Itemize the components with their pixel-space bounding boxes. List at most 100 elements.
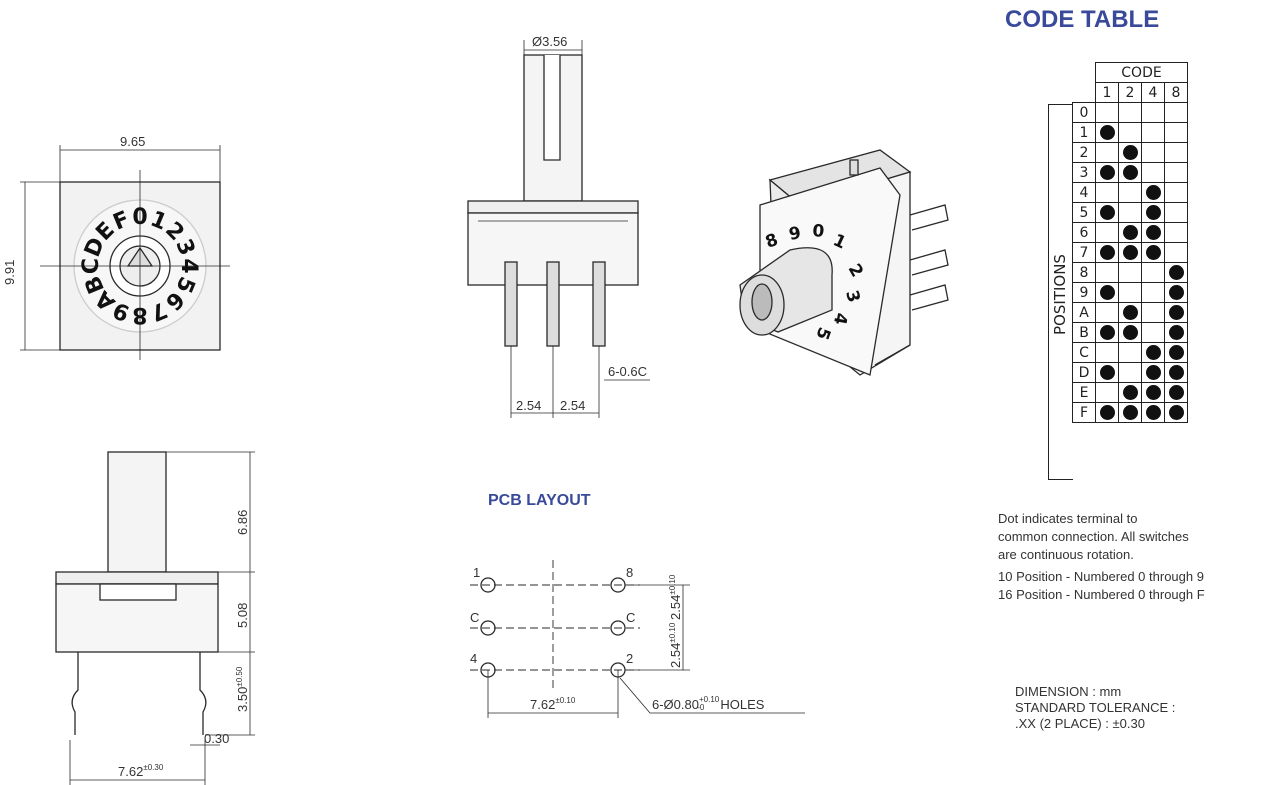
connection-dot — [1168, 305, 1184, 320]
code-cell — [1141, 282, 1165, 303]
dot-note-line-1: Dot indicates terminal to — [998, 511, 1138, 526]
pcb-pin-2-label: 2 — [626, 651, 633, 666]
code-cell — [1095, 122, 1119, 143]
dial-character: C — [79, 258, 104, 274]
position-label: 8 — [1072, 262, 1096, 283]
connection-dot — [1099, 125, 1115, 140]
position-label: B — [1072, 322, 1096, 343]
code-cell — [1095, 102, 1119, 123]
connection-dot — [1122, 245, 1138, 260]
dot-note-line-3: are continuous rotation. — [998, 547, 1134, 562]
code-cell — [1141, 382, 1165, 403]
corner-cell — [1073, 83, 1096, 103]
code-row: 1 — [1072, 122, 1188, 143]
position-label: 2 — [1072, 142, 1096, 163]
pcb-pin-4-label: 4 — [470, 651, 477, 666]
code-cell — [1164, 402, 1188, 423]
iso-dial-digit: 0 — [812, 221, 826, 242]
code-cell — [1095, 142, 1119, 163]
code-cell — [1095, 342, 1119, 363]
code-cell — [1118, 362, 1142, 383]
pin-chamfer-dim: 6-0.6C — [608, 364, 647, 379]
code-cell — [1164, 142, 1188, 163]
code-cell — [1118, 222, 1142, 243]
connection-dot — [1168, 345, 1184, 360]
pcb-pin-8-label: 8 — [626, 565, 633, 580]
code-cell — [1164, 222, 1188, 243]
dot-note-line-2: common connection. All switches — [998, 529, 1189, 544]
position-label: 0 — [1072, 102, 1096, 123]
code-cell — [1141, 162, 1165, 183]
connection-dot — [1122, 225, 1138, 240]
body-height-dim: 5.08 — [235, 603, 250, 628]
code-row: 6 — [1072, 222, 1188, 243]
dimension-line-3: .XX (2 PLACE) : ±0.30 — [1015, 716, 1145, 731]
position-label: 5 — [1072, 202, 1096, 223]
corner-cell — [1073, 63, 1096, 83]
code-cell — [1141, 142, 1165, 163]
code-cell — [1118, 102, 1142, 123]
code-cell — [1118, 322, 1142, 343]
connection-dot — [1145, 365, 1161, 380]
code-cell — [1095, 202, 1119, 223]
position-label: 3 — [1072, 162, 1096, 183]
code-cell — [1164, 282, 1188, 303]
code-cell — [1095, 222, 1119, 243]
code-cell — [1141, 302, 1165, 323]
connection-dot — [1145, 225, 1161, 240]
connection-dot — [1099, 165, 1115, 180]
pcb-layout-title: PCB LAYOUT — [488, 492, 591, 509]
code-cell — [1164, 382, 1188, 403]
connection-dot — [1168, 265, 1184, 280]
code-column-8: 8 — [1164, 82, 1188, 103]
top-width-dim: 9.65 — [120, 134, 145, 149]
code-cell — [1164, 182, 1188, 203]
dial-character: 0 — [132, 205, 147, 230]
dot-note: Dot indicates terminal to common connect… — [998, 510, 1205, 604]
code-cell — [1164, 322, 1188, 343]
position-label: E — [1072, 382, 1096, 403]
connection-dot — [1145, 205, 1161, 220]
dial-character: 4 — [176, 258, 201, 273]
connection-dot — [1122, 305, 1138, 320]
pcb-spacing-main-dim: 7.62±0.10 — [530, 696, 576, 712]
code-cell — [1164, 262, 1188, 283]
code-cell — [1118, 282, 1142, 303]
pitch-left-dim: 2.54 — [516, 398, 541, 413]
code-column-4: 4 — [1141, 82, 1165, 103]
pcb-pitch-top-dim: 2.54±0.10 — [668, 574, 683, 620]
code-cell — [1141, 242, 1165, 263]
connection-dot — [1122, 385, 1138, 400]
code-header-row: CODE — [1073, 62, 1188, 83]
connection-dot — [1145, 185, 1161, 200]
code-cell — [1118, 182, 1142, 203]
code-cell — [1118, 382, 1142, 403]
code-cell — [1095, 302, 1119, 323]
connection-dot — [1168, 405, 1184, 420]
connection-dot — [1122, 405, 1138, 420]
code-cell — [1118, 342, 1142, 363]
code-row: 8 — [1072, 262, 1188, 283]
position-label: 4 — [1072, 182, 1096, 203]
code-cell — [1095, 322, 1119, 343]
position-label: 7 — [1072, 242, 1096, 263]
code-cell — [1141, 122, 1165, 143]
top-view-labels: 9.65 9.91 — [2, 134, 145, 285]
position-16-note: 16 Position - Numbered 0 through F — [998, 587, 1205, 602]
shaft-diameter-dim: Ø3.56 — [532, 34, 567, 49]
code-row: B — [1072, 322, 1188, 343]
position-label: 1 — [1072, 122, 1096, 143]
iso-dial-digit: 4 — [829, 311, 851, 326]
code-header: CODE — [1095, 62, 1188, 83]
code-row: 9 — [1072, 282, 1188, 303]
code-cell — [1095, 162, 1119, 183]
connection-dot — [1099, 325, 1115, 340]
code-cell — [1141, 202, 1165, 223]
side-view — [55, 451, 255, 785]
iso-dial-digit: 3 — [841, 288, 863, 305]
connection-dot — [1099, 205, 1115, 220]
